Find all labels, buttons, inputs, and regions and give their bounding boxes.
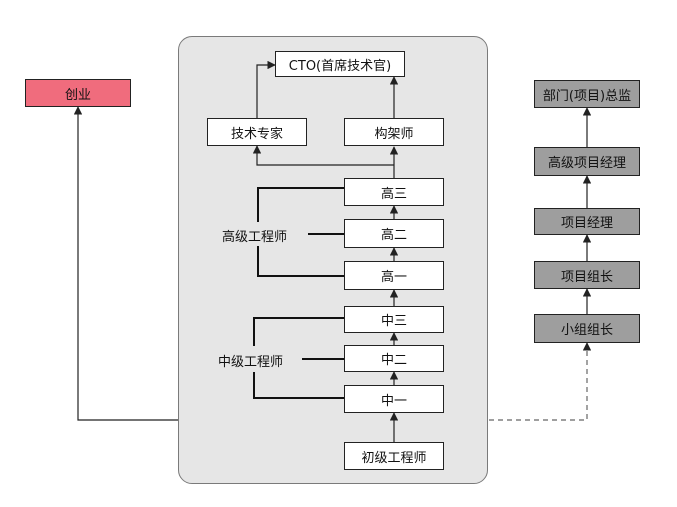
director-box: 部门(项目)总监 (534, 80, 640, 108)
mid-3-label: 中三 (380, 314, 407, 329)
arrow-branch-to-expert (252, 145, 394, 166)
mid-3-box: 中三 (344, 306, 444, 333)
startup-box: 创业 (25, 79, 131, 107)
senior-group-label: 高级工程师 (222, 230, 288, 245)
group-lead-box: 小组组长 (534, 314, 640, 343)
pm-label: 项目经理 (560, 216, 613, 231)
team-lead-box: 项目组长 (534, 261, 640, 289)
senior-3-label: 高三 (380, 186, 407, 202)
mid-1-label: 中一 (380, 393, 407, 409)
senior-pm-box: 高级项目经理 (534, 147, 640, 176)
mid-group-bracket (253, 317, 344, 399)
senior-3-box: 高三 (344, 178, 444, 206)
tech-expert-box: 技术专家 (207, 118, 307, 146)
mid-2-box: 中二 (344, 345, 444, 372)
director-label: 部门(项目)总监 (542, 88, 632, 104)
junior-box: 初级工程师 (344, 442, 444, 470)
arrow-expert-to-cto (256, 60, 276, 118)
senior-2-label: 高二 (380, 228, 407, 243)
senior-1-label: 高一 (380, 270, 407, 285)
junior-label: 初级工程师 (361, 450, 427, 466)
team-lead-label: 项目组长 (560, 269, 613, 285)
group-lead-label: 小组组长 (560, 323, 613, 338)
architect-label: 构架师 (374, 126, 414, 142)
cto-label: CTO(首席技术官) (288, 58, 392, 74)
startup-label: 创业 (64, 87, 91, 103)
senior-2-box: 高二 (344, 219, 444, 248)
mid-1-box: 中一 (344, 385, 444, 413)
architect-box: 构架师 (344, 118, 444, 146)
mid-group-label: 中级工程师 (218, 355, 284, 370)
senior-pm-label: 高级项目经理 (547, 156, 626, 171)
mid-2-label: 中二 (380, 353, 407, 368)
dashed-arrow-to-group-lead (489, 342, 592, 421)
senior-group-bracket (257, 187, 344, 277)
arrow-panel-to-startup (73, 106, 178, 421)
senior-1-box: 高一 (344, 261, 444, 290)
tech-expert-label: 技术专家 (230, 126, 283, 142)
pm-box: 项目经理 (534, 208, 640, 235)
cto-box: CTO(首席技术官) (275, 51, 405, 77)
